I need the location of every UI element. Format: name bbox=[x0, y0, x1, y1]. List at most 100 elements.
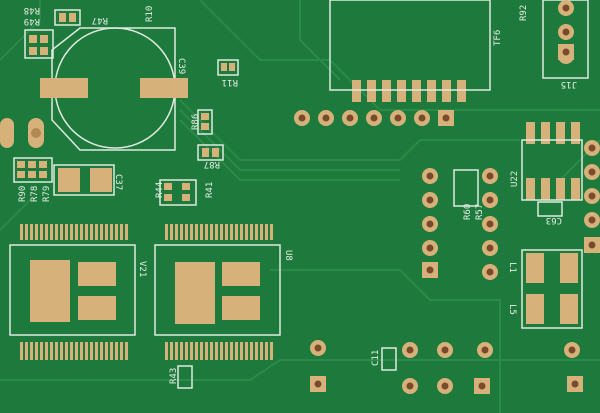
label-u8: U8 bbox=[283, 250, 293, 261]
ic-pin bbox=[225, 342, 228, 360]
drill-hole bbox=[486, 244, 494, 252]
drill-hole bbox=[314, 380, 322, 388]
ic-pin bbox=[190, 342, 193, 360]
label-tf6: TF6 bbox=[493, 30, 503, 46]
ic-pin bbox=[20, 224, 23, 240]
ic-pin bbox=[120, 224, 123, 240]
drill-hole bbox=[568, 346, 576, 354]
ic-pin bbox=[185, 342, 188, 360]
label-c37: C37 bbox=[113, 174, 123, 190]
ic-pin bbox=[25, 224, 28, 240]
ic-pin bbox=[170, 224, 173, 240]
ic-pin bbox=[120, 342, 123, 360]
ic-pin bbox=[65, 224, 68, 240]
drill-hole bbox=[322, 114, 330, 122]
ic-pin bbox=[30, 342, 33, 360]
ic-pin bbox=[95, 224, 98, 240]
ic-pin bbox=[165, 224, 168, 240]
u22-pin bbox=[556, 178, 565, 200]
ic-pin bbox=[50, 342, 53, 360]
ic-pin bbox=[165, 342, 168, 360]
ic-pin bbox=[100, 342, 103, 360]
ic-pin bbox=[220, 224, 223, 240]
u8-footprint bbox=[154, 244, 281, 336]
ic-pin bbox=[175, 224, 178, 240]
drill-hole bbox=[426, 266, 434, 274]
drill-hole bbox=[406, 382, 414, 390]
connector-pin bbox=[352, 80, 361, 102]
label-r47: R47 bbox=[92, 15, 108, 25]
ic-pin bbox=[180, 224, 183, 240]
label-r10: R10 bbox=[145, 6, 155, 22]
ic-pin bbox=[80, 224, 83, 240]
drill-hole bbox=[588, 168, 596, 176]
ic-pin bbox=[180, 342, 183, 360]
ic-pin bbox=[115, 342, 118, 360]
label-r60: R60 bbox=[463, 204, 473, 220]
ic-pin bbox=[215, 342, 218, 360]
label-c39: C39 bbox=[176, 58, 186, 74]
ic-pin bbox=[105, 342, 108, 360]
ic-pin bbox=[270, 342, 273, 360]
label-r11: R11 bbox=[222, 77, 238, 87]
drill-hole bbox=[481, 346, 489, 354]
ic-pin bbox=[265, 224, 268, 240]
ic-pin bbox=[200, 224, 203, 240]
ic-pin bbox=[50, 224, 53, 240]
connector-pin bbox=[427, 80, 436, 102]
ic-pin bbox=[185, 224, 188, 240]
label-r92: R92 bbox=[519, 5, 529, 21]
ic-pin bbox=[245, 342, 248, 360]
ic-pin bbox=[250, 224, 253, 240]
ic-pin bbox=[245, 224, 248, 240]
ic-pin bbox=[35, 342, 38, 360]
ic-pin bbox=[95, 342, 98, 360]
ic-pin bbox=[190, 224, 193, 240]
connector-pin bbox=[367, 80, 376, 102]
drill-hole bbox=[426, 172, 434, 180]
drill-hole bbox=[441, 346, 449, 354]
label-r43: R43 bbox=[169, 368, 179, 384]
u22-pin bbox=[526, 122, 535, 144]
ic-pin bbox=[45, 224, 48, 240]
u22-footprint bbox=[521, 139, 583, 201]
label-r49: R49 bbox=[24, 16, 40, 26]
ic-pin bbox=[70, 224, 73, 240]
label-l1: L1 bbox=[507, 262, 517, 273]
label-r90: R90 bbox=[18, 186, 28, 202]
ic-pin bbox=[125, 224, 128, 240]
ic-pin bbox=[260, 224, 263, 240]
label-c11: C11 bbox=[371, 350, 381, 366]
label-r57: R57 bbox=[475, 204, 485, 220]
ic-pin bbox=[230, 224, 233, 240]
drill-hole bbox=[562, 48, 570, 56]
ic-pin bbox=[30, 224, 33, 240]
ic-pin bbox=[35, 224, 38, 240]
tf6-footprint bbox=[329, 0, 491, 91]
ic-pin bbox=[85, 224, 88, 240]
drill-hole bbox=[478, 382, 486, 390]
ic-pin bbox=[125, 342, 128, 360]
ic-pin bbox=[100, 224, 103, 240]
ic-pin bbox=[255, 342, 258, 360]
drill-hole bbox=[426, 244, 434, 252]
drill-hole bbox=[394, 114, 402, 122]
connector-pin bbox=[397, 80, 406, 102]
label-r86: R86 bbox=[191, 114, 201, 130]
ic-pin bbox=[240, 224, 243, 240]
label-r78: R78 bbox=[30, 186, 40, 202]
ic-pin bbox=[90, 342, 93, 360]
drill-hole bbox=[486, 220, 494, 228]
drill-hole bbox=[426, 196, 434, 204]
ic-pin bbox=[55, 224, 58, 240]
ic-pin bbox=[20, 342, 23, 360]
label-r48: R48 bbox=[24, 5, 40, 15]
label-r87: R87 bbox=[204, 159, 220, 169]
ic-pin bbox=[115, 224, 118, 240]
drill-hole bbox=[418, 114, 426, 122]
drill-hole bbox=[588, 241, 596, 249]
drill-hole bbox=[588, 144, 596, 152]
ic-pin bbox=[45, 342, 48, 360]
drill-hole bbox=[441, 382, 449, 390]
